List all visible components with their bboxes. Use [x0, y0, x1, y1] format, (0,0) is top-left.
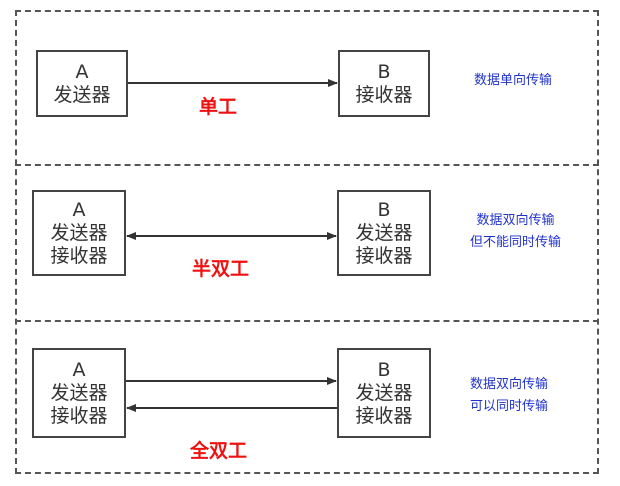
- note-half-duplex: 数据双向传输 但不能同时传输: [470, 210, 561, 254]
- device-b-box: B 发送器 接收器: [337, 190, 431, 276]
- device-b-role: 发送器: [355, 221, 413, 244]
- device-a-box: A 发送器 接收器: [32, 348, 126, 438]
- device-a-box: A 发送器: [36, 50, 128, 117]
- device-a-role: 发送器: [53, 83, 111, 106]
- device-b-role: 接收器: [355, 83, 413, 106]
- device-a-label: A: [75, 60, 89, 83]
- panel-divider-2: [15, 320, 599, 322]
- device-b-role: 接收器: [355, 244, 413, 267]
- note-full-duplex: 数据双向传输 可以同时传输: [470, 374, 548, 418]
- note-line: 但不能同时传输: [470, 235, 562, 250]
- device-b-label: B: [377, 60, 391, 83]
- mode-label-full-duplex: 全双工: [190, 440, 248, 462]
- device-b-role: 接收器: [355, 404, 413, 427]
- device-b-label: B: [377, 198, 391, 221]
- note-simplex: 数据单向传输: [474, 70, 552, 92]
- note-line: 可以同时传输: [470, 399, 549, 414]
- device-b-role: 发送器: [355, 381, 413, 404]
- device-a-box: A 发送器 接收器: [32, 190, 126, 276]
- device-a-role: 发送器: [50, 221, 108, 244]
- diagram-frame: [15, 10, 599, 474]
- mode-label-simplex: 单工: [199, 96, 238, 118]
- device-a-role: 接收器: [50, 244, 108, 267]
- note-line: 数据双向传输: [470, 377, 549, 392]
- device-a-role: 发送器: [50, 381, 108, 404]
- note-line: 数据单向传输: [474, 73, 553, 88]
- mode-label-half-duplex: 半双工: [192, 258, 250, 280]
- note-line: 数据双向传输: [476, 213, 555, 228]
- device-a-label: A: [72, 358, 86, 381]
- device-a-role: 接收器: [50, 404, 108, 427]
- panel-divider-1: [15, 164, 599, 166]
- device-a-label: A: [72, 198, 86, 221]
- device-b-box: B 接收器: [338, 50, 430, 117]
- device-b-box: B 发送器 接收器: [337, 348, 431, 438]
- device-b-label: B: [377, 358, 391, 381]
